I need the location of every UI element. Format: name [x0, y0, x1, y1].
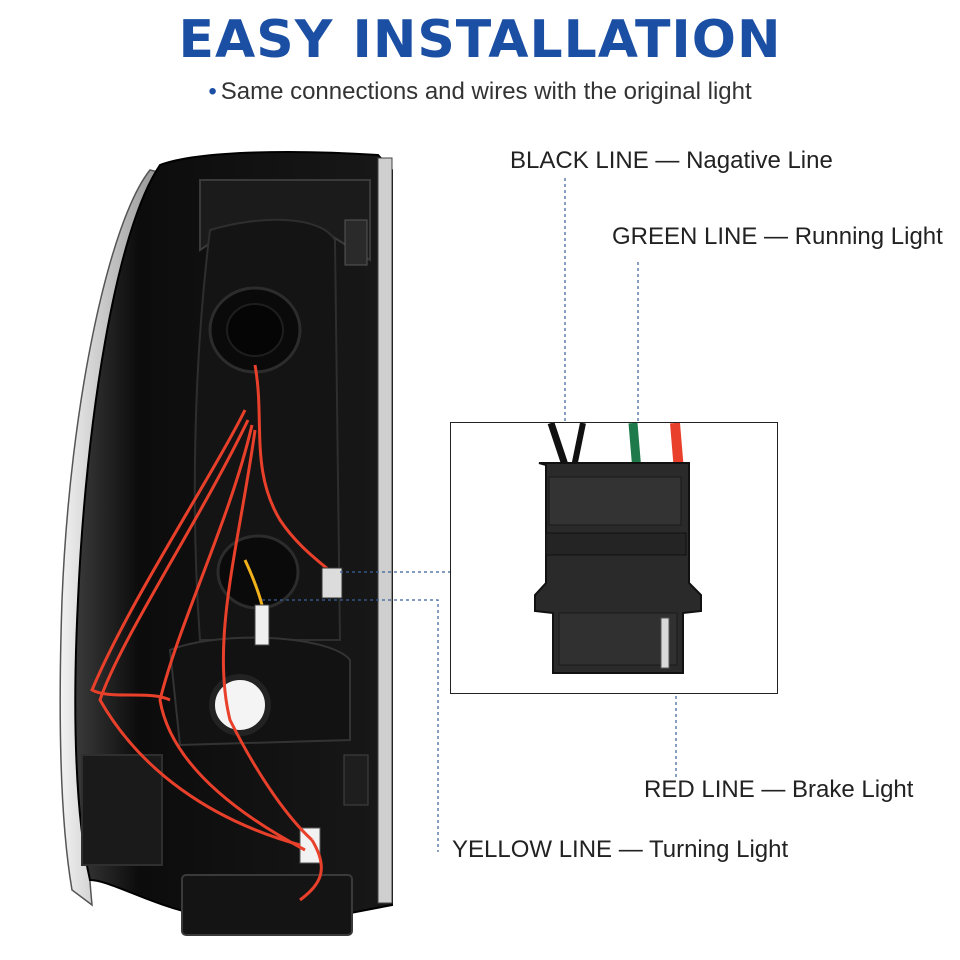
connector-closeup [450, 421, 778, 694]
label-red-line: RED LINE — Brake Light [644, 776, 914, 803]
label-black-line: BLACK LINE — Nagative Line [510, 147, 833, 174]
chrome-strip [377, 157, 393, 904]
yellow-wire-stub [243, 559, 264, 606]
label-green-line: GREEN LINE — Running Light [612, 223, 943, 250]
subtitle-text: Same connections and wires with the orig… [220, 78, 752, 105]
red-wires [90, 364, 342, 902]
lower-recess [81, 754, 163, 866]
bottom-connector [181, 874, 353, 936]
black-wire [547, 421, 570, 470]
lower-bulb-hole [209, 674, 271, 736]
leader-lines [262, 178, 677, 852]
middle-bulb-socket [216, 534, 300, 610]
connector-illustration [534, 421, 702, 674]
page-title: EASY INSTALLATION [178, 10, 782, 70]
page-subtitle: •Same connections and wires with the ori… [0, 78, 960, 106]
bullet-icon: • [208, 78, 217, 105]
label-yellow-line: YELLOW LINE — Turning Light [452, 836, 789, 863]
